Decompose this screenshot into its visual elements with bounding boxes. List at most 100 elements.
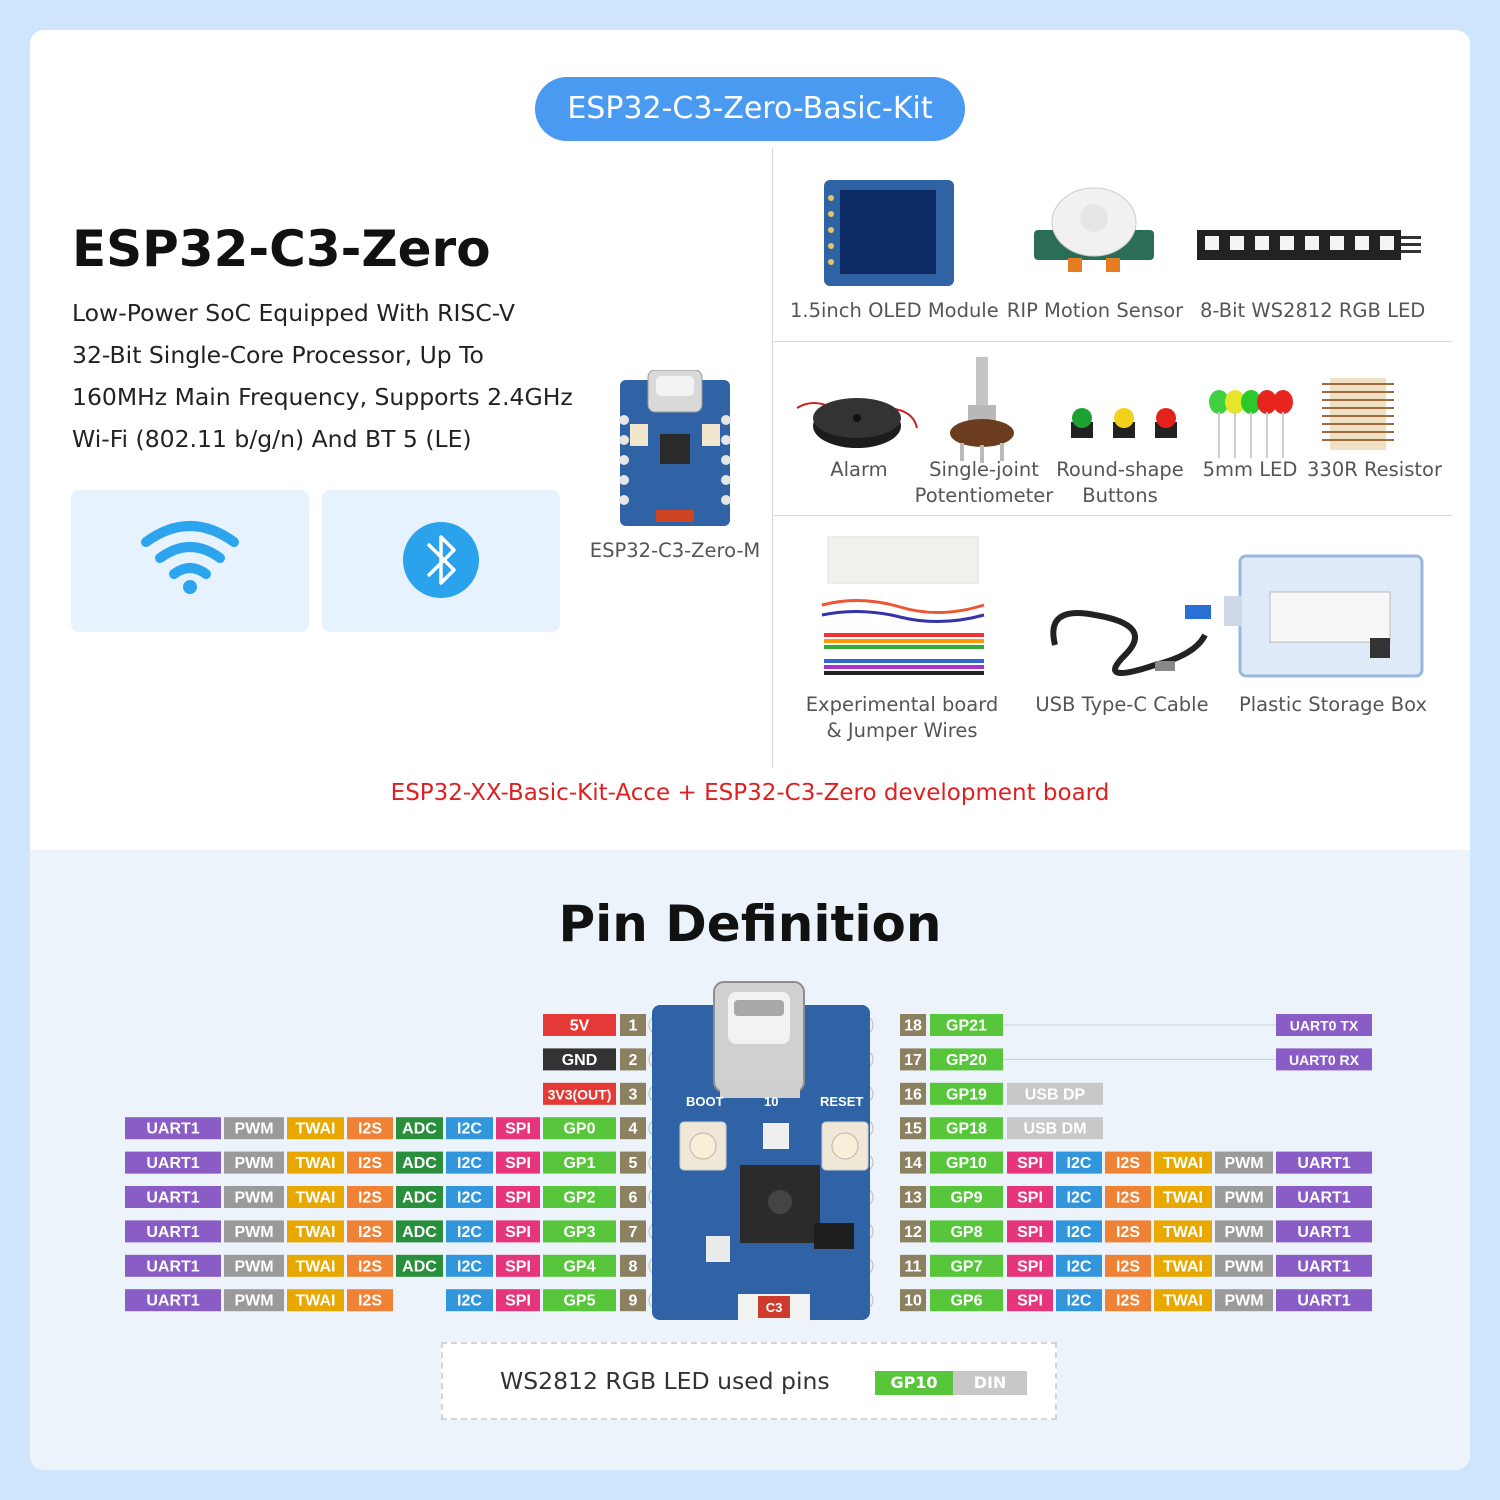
pin-gpio-label: GP9 — [950, 1190, 982, 1207]
pin-func-uart1: UART1 — [146, 1155, 199, 1172]
pin-func-uart0-bg — [1276, 1048, 1372, 1071]
pin-func-twai: TWAI — [1163, 1224, 1203, 1241]
pin-func-pwm-bg — [224, 1117, 284, 1140]
pin-gpio-label: GND — [562, 1052, 598, 1069]
pin-func-i2c: I2C — [457, 1155, 482, 1172]
pin-gpio-label: GP18 — [946, 1121, 987, 1138]
pin-gpio-label-bg — [543, 1220, 616, 1243]
pin-func-pwm: PWM — [1224, 1293, 1263, 1310]
pin-func-i2c-bg — [446, 1186, 493, 1208]
pin-func-twai: TWAI — [1163, 1293, 1203, 1310]
pin-func-i2s: I2S — [358, 1224, 382, 1241]
pin-func-spi-bg — [496, 1220, 540, 1243]
pin-gpio-label: GP19 — [946, 1086, 987, 1103]
pin-func-pwm-bg — [224, 1289, 284, 1312]
pin-number-bg — [900, 1254, 926, 1277]
pin-gpio-label-bg — [543, 1151, 616, 1174]
pin-func-i2s: I2S — [358, 1293, 382, 1310]
kit-item-label: Alarm — [830, 458, 888, 481]
pin-func-i2s-bg — [1105, 1220, 1151, 1243]
pin-func-adc: ADC — [402, 1155, 437, 1172]
bluetooth-tile — [322, 490, 560, 632]
pin-func-i2s-bg — [1105, 1186, 1151, 1208]
pin-func-spi: SPI — [505, 1224, 531, 1241]
pin-func-uart1: UART1 — [146, 1293, 199, 1310]
pin-func-i2s: I2S — [1116, 1224, 1140, 1241]
wifi-icon — [141, 521, 239, 594]
pin-func-pwm-bg — [1215, 1220, 1273, 1243]
pin-gpio-label-bg — [930, 1117, 1003, 1140]
pin-func-spi: SPI — [1017, 1224, 1043, 1241]
pin-func-uart1: UART1 — [1297, 1190, 1350, 1207]
pin-gpio-label-bg — [543, 1082, 616, 1105]
pin-func-pwm: PWM — [234, 1190, 273, 1207]
pin-func-i2s: I2S — [358, 1258, 382, 1275]
pin-func-uart1: UART1 — [146, 1190, 199, 1207]
kit-item-label: USB Type-C Cable — [1035, 693, 1209, 716]
ws2812-legend: WS2812 RGB LED used pins GP10 DIN — [441, 1342, 1057, 1420]
pin-func-i2s: I2S — [1116, 1155, 1140, 1172]
led-image — [1209, 390, 1293, 458]
pin-func-twai-bg — [287, 1289, 344, 1312]
pin-func-spi-bg — [496, 1186, 540, 1208]
pin-func-twai-bg — [1154, 1186, 1212, 1208]
pin-gpio-label: GP5 — [563, 1293, 595, 1310]
pin-func-twai: TWAI — [296, 1155, 336, 1172]
pin-number: 6 — [629, 1190, 638, 1207]
row-divider — [774, 341, 1452, 342]
vertical-divider — [772, 148, 773, 768]
pin-gpio-label: GP10 — [946, 1155, 987, 1172]
pin-func-uart1: UART1 — [1297, 1258, 1350, 1275]
pin-func-i2s-bg — [347, 1117, 393, 1140]
pin-gpio-label: GP2 — [563, 1190, 595, 1207]
kit-item-label: 330R Resistor — [1307, 458, 1442, 481]
pin-number-bg — [620, 1151, 646, 1174]
pin-func-pwm: PWM — [1224, 1258, 1263, 1275]
pin-func-i2s-bg — [347, 1186, 393, 1208]
pin-func-uart1: UART1 — [146, 1121, 199, 1138]
pin-func-uart1-bg — [125, 1220, 221, 1243]
kit-item-label: 5mm LED — [1202, 458, 1298, 481]
pin-number: 7 — [629, 1224, 638, 1241]
pin-func-i2s: I2S — [358, 1155, 382, 1172]
pin-func-spi: SPI — [505, 1190, 531, 1207]
legend-gpio-tag: GP10 — [875, 1371, 953, 1395]
pin-func-uart0: UART0 RX — [1289, 1052, 1360, 1068]
pinout-diagram: 15V2GND33V3(OUT)4GP0SPII2CADCI2STWAIPWMU… — [125, 981, 1372, 1320]
wifi-tile — [71, 490, 309, 632]
pin-number-bg — [900, 1186, 926, 1208]
description-line: 160MHz Main Frequency, Supports 2.4GHz — [72, 383, 573, 411]
pin-func-pwm-bg — [1215, 1289, 1273, 1312]
pin-func-adc-bg — [396, 1254, 443, 1277]
resistor-image — [1322, 378, 1394, 450]
pin-func-uart1-bg — [1276, 1289, 1372, 1312]
kit-note: ESP32-XX-Basic-Kit-Acce + ESP32-C3-Zero … — [390, 780, 1110, 806]
description-line: 32-Bit Single-Core Processor, Up To — [72, 341, 484, 369]
pin-gpio-label: GP6 — [950, 1293, 982, 1310]
pin-func-pwm-bg — [1215, 1254, 1273, 1277]
pin-func-i2c-bg — [446, 1254, 493, 1277]
pin-func-i2c-bg — [446, 1117, 493, 1140]
pin-func-i2c: I2C — [457, 1293, 482, 1310]
pin-func-uart1: UART1 — [1297, 1224, 1350, 1241]
pin-func-i2c: I2C — [1067, 1224, 1092, 1241]
pin-func-pwm: PWM — [234, 1155, 273, 1172]
pin-number-bg — [900, 1048, 926, 1071]
pin-number: 3 — [629, 1086, 638, 1103]
pin-func-adc: ADC — [402, 1190, 437, 1207]
pin-number-bg — [900, 1117, 926, 1140]
pin-func-spi: SPI — [505, 1293, 531, 1310]
pin-func-i2s-bg — [1105, 1289, 1151, 1312]
pin-func-spi: SPI — [1017, 1155, 1043, 1172]
pin-gpio-label-bg — [930, 1048, 1003, 1071]
pin-func-i2c: I2C — [457, 1121, 482, 1138]
pin-func-i2s-bg — [1105, 1151, 1151, 1174]
pin-func-adc-bg — [396, 1186, 443, 1208]
pin-func-spi-bg — [1007, 1186, 1053, 1208]
pin-func-adc: ADC — [402, 1224, 437, 1241]
product-card: ESP32-C3-Zero-Basic-Kit ESP32-C3-Zero Lo… — [30, 30, 1470, 1470]
pin-number: 12 — [904, 1224, 922, 1241]
product-description: Low-Power SoC Equipped With RISC-V 32-Bi… — [72, 292, 592, 460]
pin-gpio-label: GP1 — [563, 1155, 595, 1172]
kit-item-label: Experimental board & Jumper Wires — [805, 693, 999, 742]
